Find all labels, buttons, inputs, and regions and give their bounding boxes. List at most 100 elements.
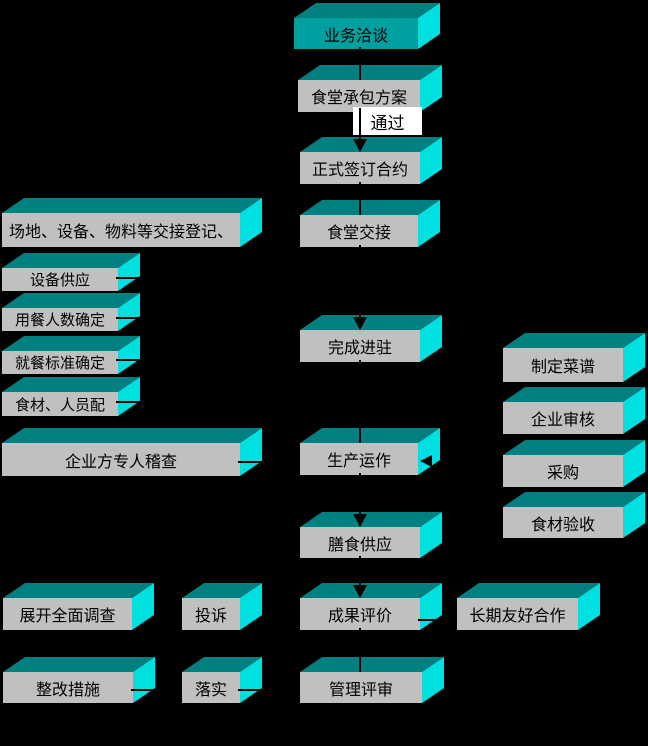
box-top-face <box>2 377 140 392</box>
node-label: 企业方专人稽查 <box>64 453 177 471</box>
box-side-face <box>240 657 262 703</box>
box-front-face: 完成进驻 <box>300 330 420 362</box>
node-production-operation: 生产运作 <box>300 428 440 475</box>
box-front-face: 用餐人数确定 <box>2 308 118 331</box>
box-top-face <box>2 428 262 443</box>
node-complaint: 投诉 <box>182 583 262 630</box>
box-front-face: 正式签订合约 <box>300 152 420 184</box>
box-top-face <box>182 583 262 598</box>
node-label: 采购 <box>546 465 579 482</box>
node-label: 食堂交接 <box>326 225 391 242</box>
box-front-face: 食材、人员配 <box>2 392 118 416</box>
node-label: 食材、人员配 <box>14 396 105 414</box>
node-label: 就餐标准确定 <box>14 355 105 372</box>
line-evaluation-to-review <box>359 628 361 672</box>
box-front-face: 投诉 <box>182 598 240 630</box>
box-side-face <box>133 657 155 703</box>
node-result-evaluation: 成果评价 <box>300 583 442 630</box>
node-label: 场地、设备、物料等交接登记、 <box>8 224 233 241</box>
box-side-face <box>418 3 440 49</box>
box-side-face <box>623 440 645 487</box>
node-sign-contract: 正式签订合约 <box>300 137 442 184</box>
box-side-face <box>422 657 444 703</box>
node-move-in-complete: 完成进驻 <box>300 315 442 362</box>
node-label: 制定菜谱 <box>530 359 595 376</box>
box-top-face <box>3 657 155 672</box>
box-front-face: 食堂承包方案 <box>298 80 420 112</box>
node-label: 用餐人数确定 <box>14 312 105 329</box>
box-top-face <box>300 583 442 598</box>
box-front-face: 生产运作 <box>300 443 418 475</box>
arrowhead-into-movein <box>353 317 367 330</box>
box-front-face: 企业审核 <box>503 402 623 434</box>
box-side-face <box>418 200 440 247</box>
box-front-face: 场地、设备、物料等交接登记、 <box>2 213 240 247</box>
box-front-face: 展开全面调查 <box>3 598 132 630</box>
box-front-face: 管理评审 <box>300 672 422 703</box>
node-label: 通过 <box>370 113 405 133</box>
box-front-face: 企业方专人稽查 <box>2 443 240 476</box>
box-top-face <box>300 428 440 443</box>
node-label: 展开全面调查 <box>19 608 116 625</box>
box-side-face <box>132 583 154 630</box>
node-label: 完成进驻 <box>327 340 392 357</box>
node-ingredient-acceptance: 食材验收 <box>503 492 645 538</box>
box-top-face <box>457 583 600 598</box>
node-dining-standard: 就餐标准确定 <box>2 336 140 374</box>
box-side-face <box>240 428 262 476</box>
node-enterprise-inspection: 企业方专人稽查 <box>2 428 262 476</box>
line-mealsupply-to-evaluation <box>359 556 361 586</box>
arrowhead-into-mealsupply <box>353 514 367 527</box>
box-front-face: 业务洽谈 <box>294 18 418 49</box>
node-label: 食堂承包方案 <box>310 90 407 107</box>
box-top-face <box>2 336 140 351</box>
box-top-face <box>300 657 444 672</box>
box-side-face <box>420 315 442 362</box>
box-side-face <box>420 65 442 112</box>
node-label: 膳食供应 <box>327 536 392 554</box>
node-business-negotiation: 业务洽谈 <box>294 3 440 49</box>
box-side-face <box>623 387 645 434</box>
line-handover-to-movein <box>359 245 361 318</box>
box-side-face <box>420 137 442 184</box>
box-front-face: 食材验收 <box>503 507 623 538</box>
box-top-face <box>503 333 645 348</box>
arrowhead-into-production <box>420 455 432 467</box>
node-long-term-cooperation: 长期友好合作 <box>457 583 600 630</box>
box-top-face <box>182 657 262 672</box>
node-equipment-supply: 设备供应 <box>2 253 140 291</box>
box-front-face: 食堂交接 <box>300 215 418 247</box>
node-label: 企业审核 <box>530 412 595 429</box>
node-label: 业务洽谈 <box>323 27 388 45</box>
arrowhead-into-contract <box>353 139 367 152</box>
box-front-face: 通过 <box>353 107 422 135</box>
node-label: 设备供应 <box>29 272 90 289</box>
box-front-face: 采购 <box>503 455 623 487</box>
box-top-face <box>2 293 140 308</box>
node-label: 生产运作 <box>326 453 391 470</box>
node-menu-planning: 制定菜谱 <box>503 333 645 382</box>
node-enterprise-audit: 企业审核 <box>503 387 645 434</box>
box-front-face: 制定菜谱 <box>503 348 623 382</box>
tick-diner-count <box>116 317 142 319</box>
node-label: 落实 <box>194 681 227 699</box>
line-contract-to-handover <box>359 182 361 215</box>
box-top-face <box>3 583 154 598</box>
tick-ingredients-staffing <box>116 401 142 403</box>
line-movein-to-production <box>359 360 361 443</box>
box-top-face <box>300 315 442 330</box>
node-label: 食材验收 <box>530 516 595 534</box>
line-plan-to-contract <box>359 108 361 140</box>
box-top-face <box>298 65 442 80</box>
box-top-face <box>2 198 262 213</box>
box-top-face <box>503 440 645 455</box>
box-front-face: 落实 <box>182 672 240 703</box>
node-full-investigation: 展开全面调查 <box>3 583 154 630</box>
box-side-face <box>623 333 645 382</box>
node-handover-registration: 场地、设备、物料等交接登记、 <box>2 198 262 247</box>
node-label: 管理评审 <box>328 681 393 699</box>
tick-equipment-supply <box>116 277 142 279</box>
box-side-face <box>623 492 645 538</box>
box-top-face <box>300 200 440 215</box>
